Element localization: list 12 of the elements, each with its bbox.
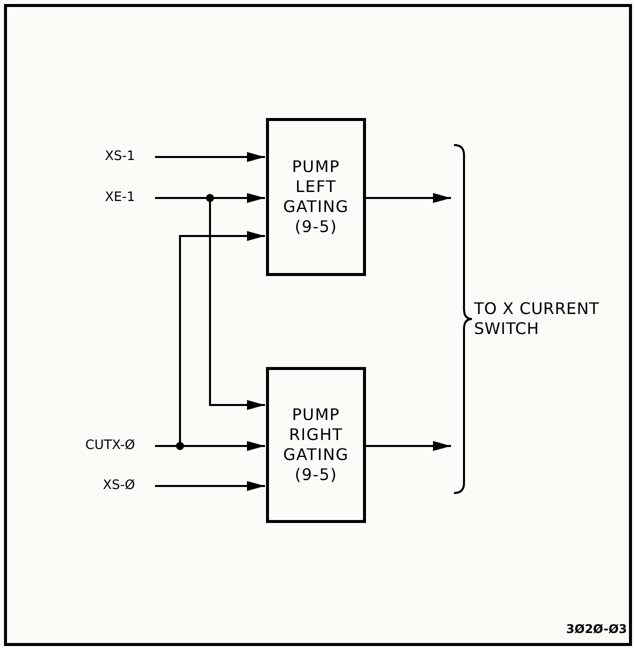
signal-name: XS-Ø: [60, 476, 155, 496]
arrow: [155, 481, 265, 491]
arrow: [366, 193, 451, 203]
signal-name: XE-1: [60, 188, 155, 208]
arrow: [155, 152, 265, 162]
gating-block: PUMP LEFT GATING (9-5): [266, 118, 366, 276]
signal-name: XS-1: [60, 147, 155, 167]
figure-number: 3Ø2Ø-Ø3: [566, 621, 627, 638]
gating-block: PUMP RIGHT GATING (9-5): [266, 367, 366, 523]
signal-name: CUTX-Ø: [60, 436, 155, 456]
destination-label: TO X CURRENT SWITCH: [474, 299, 600, 339]
arrow: [366, 441, 451, 451]
